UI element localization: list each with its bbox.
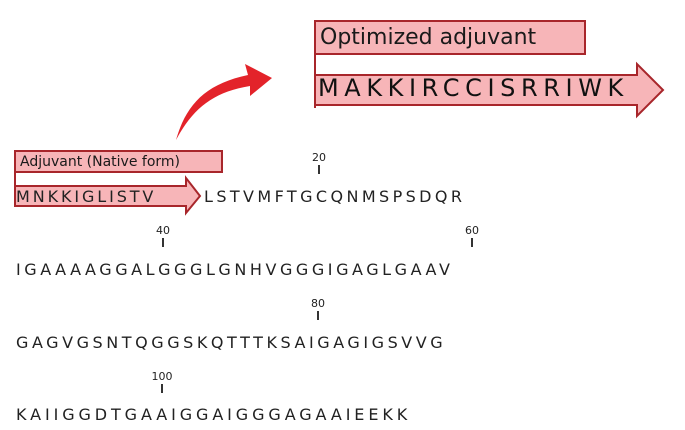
sequence-row-3: GAGVGSNTQGGSKQTTTKSAIGAGIGSVVG	[16, 333, 447, 352]
position-tick-40: 40	[148, 224, 178, 247]
optimized-sequence: MAKKIRCCISRRIWK	[318, 74, 629, 102]
native-label-text: Adjuvant (Native form)	[20, 153, 181, 170]
position-tick-80: 80	[303, 297, 333, 320]
sequence-row-4: KAIIGGDTGAAIGGAIGGGAGAAIEEKK	[16, 405, 412, 424]
native-annotated-sequence: MNKKIGLISTV	[16, 187, 157, 206]
native-adjuvant-label: Adjuvant (Native form)	[14, 150, 223, 173]
optimized-adjuvant-label: Optimized adjuvant	[314, 20, 586, 55]
native-feature-arrow[interactable]	[14, 175, 202, 216]
optimized-label-text: Optimized adjuvant	[320, 25, 537, 50]
optimized-feature-arrow[interactable]	[314, 61, 665, 119]
sequence-row-1: LSTVMFTGCQNMSPSDQR	[204, 187, 466, 206]
transition-arrow-icon	[176, 64, 272, 140]
position-tick-60: 60	[457, 224, 487, 247]
position-tick-20: 20	[304, 151, 334, 174]
sequence-row-2: IGAAAAGGALGGGLGNHVGGGIGAGLGAAV	[16, 260, 454, 279]
position-tick-100: 100	[147, 370, 177, 393]
